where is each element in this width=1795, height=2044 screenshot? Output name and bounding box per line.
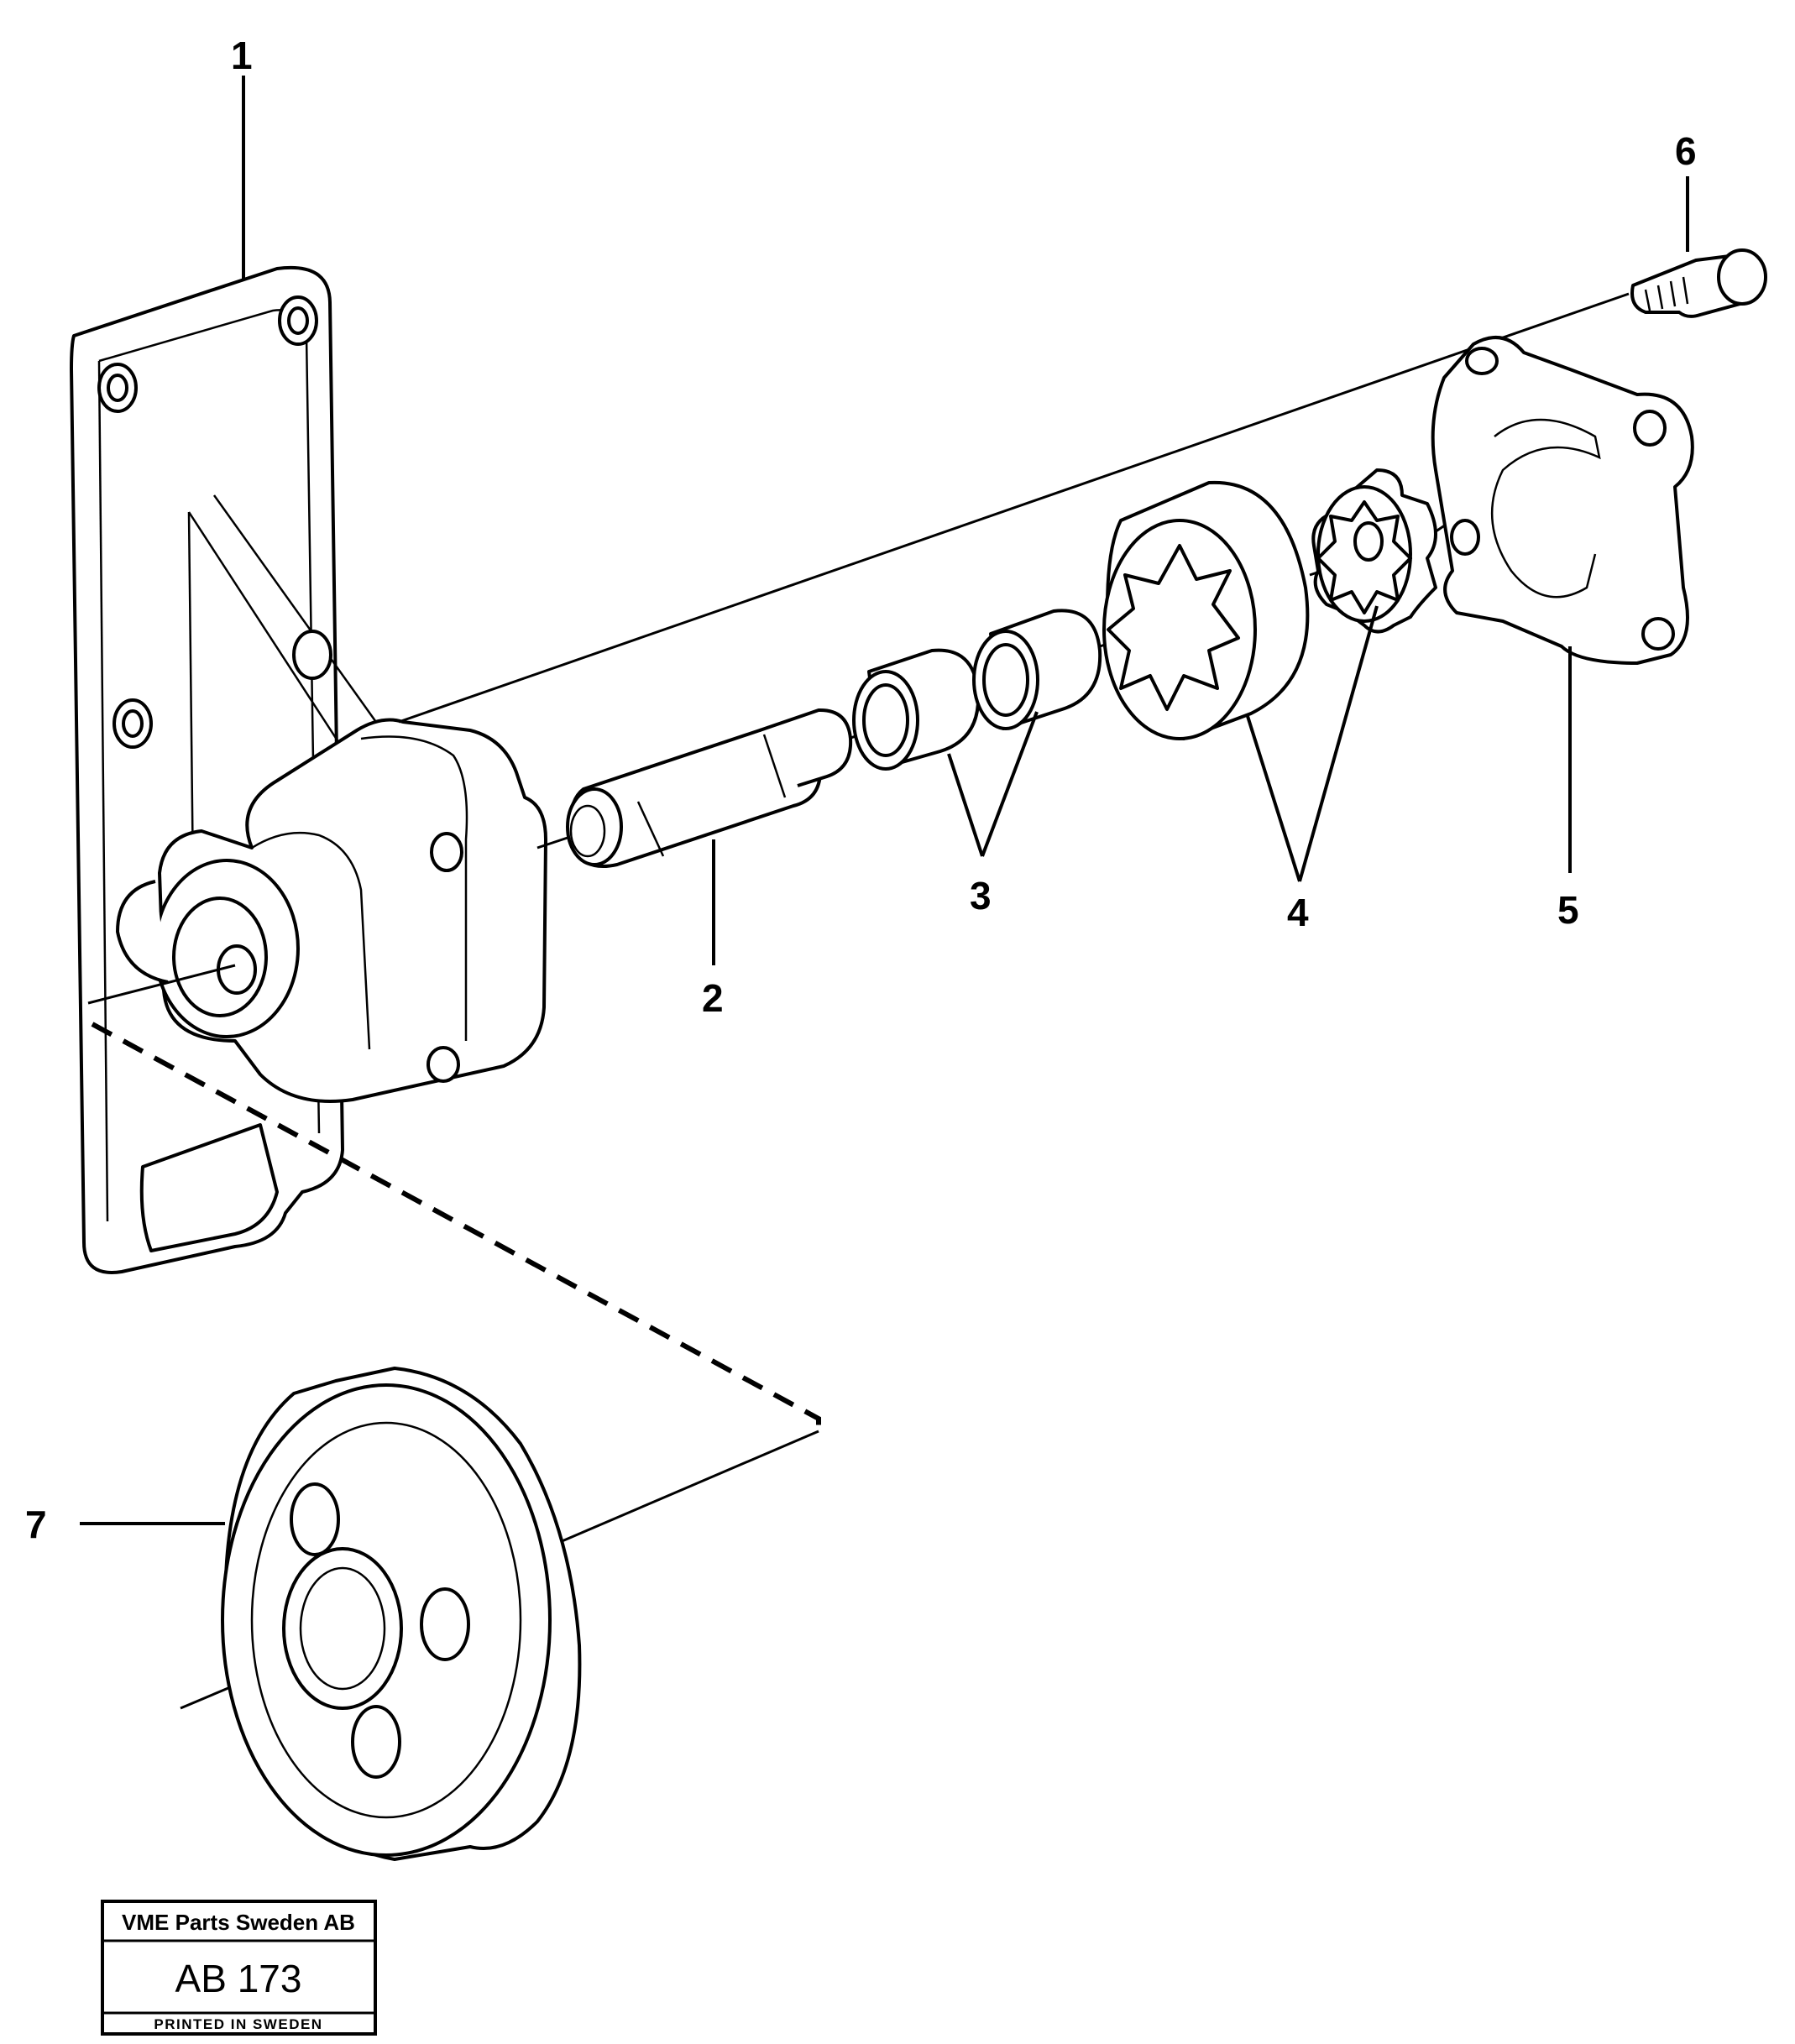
part-4-rotor-set	[1102, 468, 1437, 740]
dashed-connection-line	[91, 1022, 821, 1435]
stamp-company: VME Parts Sweden AB	[122, 1910, 355, 1935]
part-1-pump-housing	[70, 265, 547, 1274]
callout-4: 4	[1287, 891, 1309, 934]
callout-6: 6	[1675, 129, 1697, 173]
part-3-bushings	[852, 609, 1102, 771]
part-7-gear	[221, 1367, 582, 1861]
callout-3: 3	[970, 874, 992, 917]
callout-labels: 1 2 3 4 5 6 7	[25, 34, 1697, 1546]
part-5-cover-plate	[1431, 336, 1694, 665]
leader-lines	[80, 76, 1689, 1525]
part-6-bolt	[1630, 248, 1767, 318]
part-2-drive-shaft	[566, 708, 853, 868]
callout-2: 2	[702, 976, 724, 1020]
callout-5: 5	[1557, 888, 1579, 932]
stamp-printed: PRINTED IN SWEDEN	[154, 2016, 322, 2032]
stamp-code: AB 173	[175, 1957, 302, 2000]
parts-stamp: VME Parts Sweden AB AB 173 PRINTED IN SW…	[101, 1900, 377, 2036]
callout-1: 1	[231, 34, 253, 77]
callout-7: 7	[25, 1503, 47, 1546]
